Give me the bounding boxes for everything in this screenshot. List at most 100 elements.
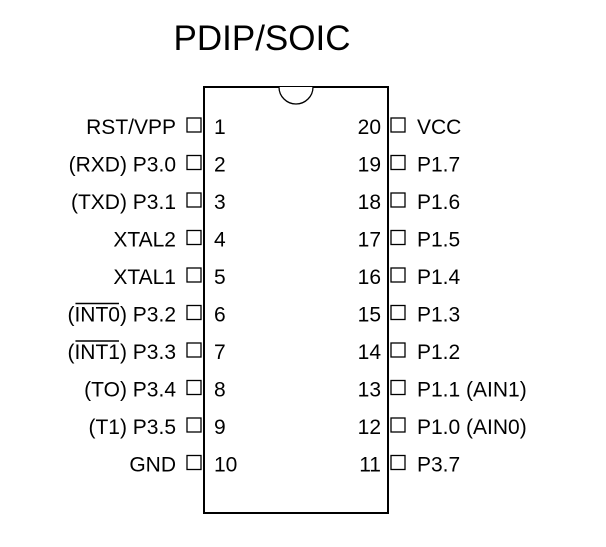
pin-label: XTAL1	[113, 266, 176, 289]
pin-alt-function: TXD	[78, 191, 120, 214]
pin-number: 19	[358, 154, 381, 177]
pin-number: 7	[214, 341, 226, 364]
pin-alt-close: )	[120, 191, 133, 214]
pin-alt-open: (	[460, 416, 473, 439]
pin-name: GND	[129, 454, 176, 477]
pin-alt-close: )	[120, 416, 133, 439]
pin-box	[390, 154, 406, 171]
pin-name: P1.1	[417, 379, 460, 402]
pin-number: 10	[214, 454, 237, 477]
pin-alt-function: AIN1	[473, 379, 520, 402]
pin-16: 16 P1.4	[358, 266, 461, 289]
pin-name: RST/VPP	[86, 116, 176, 139]
pin-name: P3.4	[133, 379, 177, 402]
pin-box	[390, 117, 406, 133]
pin-box	[390, 229, 406, 246]
pin-alt-open: (	[69, 154, 76, 177]
pin-label: P1.4	[417, 266, 461, 289]
diagram-title: PDIP/SOIC	[174, 19, 351, 58]
pin-label: P3.7	[417, 454, 460, 477]
pin-number: 14	[358, 341, 382, 364]
pin-label: P1.6	[417, 191, 460, 214]
pin-6: 6 (INT0) P3.2	[67, 302, 226, 327]
pin-label: (INT0) P3.2	[67, 304, 176, 327]
pin-name: P1.7	[417, 154, 460, 177]
pin-name: P3.5	[133, 416, 176, 439]
pin-8: 8(TO) P3.4	[84, 379, 226, 402]
pin-label: P1.7	[417, 154, 460, 177]
pin-label: RST/VPP	[86, 116, 176, 139]
pin-name: P3.0	[133, 154, 176, 177]
pin-box	[186, 229, 202, 246]
orientation-notch	[278, 86, 314, 105]
pin-name: P1.4	[417, 266, 461, 289]
pin-box	[186, 117, 202, 133]
pin-box	[390, 417, 406, 433]
pin-box	[186, 454, 202, 471]
pin-12: 12 P1.0 (AIN0)	[358, 416, 527, 439]
pin-number: 13	[358, 379, 381, 402]
pin-label: P1.1 (AIN1)	[417, 379, 527, 402]
pin-alt-close: )	[520, 416, 527, 439]
pin-alt-function: T1	[95, 416, 120, 439]
pin-17: 17 P1.5	[358, 229, 461, 252]
pin-box	[186, 342, 202, 358]
pin-label: P1.0 (AIN0)	[417, 416, 527, 439]
pin-alt-open: (	[88, 416, 95, 439]
pin-number: 2	[214, 154, 226, 177]
pin-name: P1.0	[417, 416, 460, 439]
pin-box	[186, 379, 202, 396]
pin-box	[390, 454, 406, 471]
pin-number: 17	[358, 229, 381, 252]
pin-number: 20	[358, 116, 381, 139]
pin-19: 19 P1.7	[358, 154, 461, 177]
pin-label: P1.3	[417, 304, 460, 327]
pin-10: 10 GND	[129, 454, 237, 477]
pin-box	[186, 304, 202, 321]
pin-box	[186, 192, 202, 208]
pin-alt-close: )	[120, 379, 133, 402]
pin-number: 15	[358, 304, 381, 327]
pin-name: P1.6	[417, 191, 460, 214]
pin-alt-function: RXD	[76, 154, 120, 177]
pin-name: XTAL1	[113, 266, 176, 289]
pin-alt-close: )	[520, 379, 527, 402]
pin-label: (TXD) P3.1	[71, 191, 176, 214]
pin-box	[186, 417, 202, 433]
pin-number: 3	[214, 191, 226, 214]
pin-label: P1.2	[417, 341, 460, 364]
pin-number: 16	[358, 266, 381, 289]
pin-14: 14 P1.2	[358, 341, 461, 364]
pin-name: P3.3	[133, 341, 176, 364]
pin-label: VCC	[417, 116, 461, 139]
pin-number: 5	[214, 266, 226, 289]
pin-box	[390, 379, 406, 396]
pin-alt-close: )	[120, 154, 133, 177]
pin-alt-function: INT1	[74, 341, 120, 364]
pin-box	[390, 267, 406, 283]
pin-label: (T1) P3.5	[88, 416, 176, 439]
pin-2: 2 (RXD) P3.0	[69, 154, 226, 177]
pin-alt-open: (	[67, 341, 74, 364]
pin-number: 4	[214, 229, 226, 252]
pin-label: (RXD) P3.0	[69, 154, 176, 177]
pin-box	[390, 192, 406, 208]
pin-20: 20 VCC	[358, 116, 462, 139]
pin-alt-function: INT0	[74, 304, 120, 327]
pin-number: 6	[214, 304, 226, 327]
pin-alt-close: )	[120, 304, 133, 327]
pin-label: P1.5	[417, 229, 460, 252]
pin-alt-function: TO	[91, 379, 120, 402]
pin-number: 8	[214, 379, 226, 402]
pin-number: 12	[358, 416, 381, 439]
pin-name: P1.5	[417, 229, 460, 252]
pin-box	[186, 154, 202, 171]
pin-box	[186, 267, 202, 283]
pin-alt-open: (	[67, 304, 74, 327]
pin-name: P3.2	[133, 304, 176, 327]
